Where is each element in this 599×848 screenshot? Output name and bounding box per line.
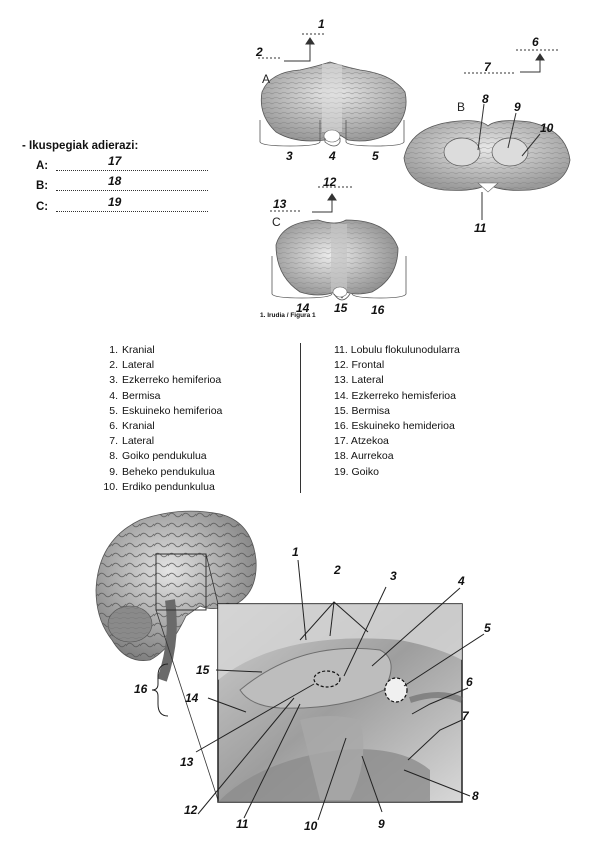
fig2-label-4: 4 [457,574,465,588]
views-heading: - Ikuspegiak adierazi: [22,140,139,152]
fig2-label-7: 7 [462,709,470,723]
label-14: 14 [296,301,310,315]
panel-b-orientation-arrows [464,49,560,220]
panel-c-cerebellum [275,219,399,299]
legend-item: 10.Erdiko pendunkulua [103,480,215,493]
fig2-label-13: 13 [180,755,194,769]
legend-item: 7.Lateral [109,435,155,448]
answer-line [56,211,208,212]
panel-b-letter: B [457,100,465,114]
fig2-label-14: 14 [185,691,199,705]
fig2-label-11: 11 [236,817,249,831]
answer-line [56,170,208,171]
panel-a-letter: A [262,72,270,86]
label-3: 3 [286,149,293,163]
legend-item: 14. Ezkerreko hemisferioa [334,389,456,402]
legend-item: 1.Kranial [109,344,155,356]
panel-c-brackets [271,256,407,301]
view-letter: B: [36,180,49,192]
legend-item: 13. Lateral [334,374,384,387]
legend-item: 3.Ezkerreko hemiferioa [109,374,222,387]
legend-item: 19. Goiko [334,465,379,478]
legend-left-column: 1.Kranial 2.Lateral 3.Ezkerreko hemiferi… [100,343,222,495]
view-row-a: A: [36,160,48,172]
figure-2-sagittal-section: 1 2 3 4 5 6 7 8 9 10 11 12 13 14 15 16 [95,510,491,833]
legend-item: 9.Beheko pendukulua [109,465,215,478]
label-11: 11 [474,221,487,235]
legend-item: 15. Bermisa [334,404,391,417]
label-8: 8 [482,92,489,106]
legend-item: 2.Lateral [109,359,155,372]
legend-item: 4.Bermisa [109,389,161,402]
legend-item: 16. Eskuineko hemiderioa [334,420,455,433]
enlarged-section-panel [217,603,464,803]
label-7: 7 [484,60,492,74]
view-letter: A: [36,160,49,172]
fig2-label-9: 9 [378,817,385,831]
answer-number: 18 [108,174,122,188]
label-5: 5 [372,149,379,163]
fig2-label-12: 12 [184,803,198,817]
fig2-label-3: 3 [390,569,397,583]
panel-a-cerebellum [260,61,407,143]
brain-thumbnail [95,510,257,801]
legend-item: 5.Eskuineko hemiferioa [109,404,223,417]
legend-item: 12. Frontal [334,359,385,372]
label-6: 6 [532,35,539,49]
view-letter: C: [36,201,49,213]
label-15: 15 [334,301,348,315]
panel-a-brackets [259,120,405,147]
legend-divider [300,343,301,493]
label-16: 16 [371,303,385,317]
legend-item: 17. Atzekoa [334,435,389,448]
label-9: 9 [514,100,521,114]
label-2: 2 [255,45,263,59]
legend-item: 8.Goiko pendukulua [109,450,207,463]
legend-item: 11. Lobulu flokulunodularra [334,344,460,356]
panel-c-letter: C [272,215,281,229]
legend-item: 6.Kranial [109,420,155,433]
fig2-label-2: 2 [333,563,341,577]
panel-c-orientation-arrows [270,186,352,213]
legend-right-column: 11. Lobulu flokulunodularra 12. Frontal … [334,343,460,480]
view-row-c: C: [36,201,48,213]
fig2-label-16: 16 [134,682,148,696]
fig2-label-5: 5 [484,621,491,635]
fig2-label-10: 10 [304,819,318,833]
figure-caption: 1. Irudia / Figura 1 [260,312,316,319]
label-4: 4 [328,149,336,163]
fig2-label-1: 1 [292,545,299,559]
panel-a-orientation-arrows [258,33,326,62]
label-1: 1 [318,17,325,31]
label-10: 10 [540,121,554,135]
label-13: 13 [273,197,287,211]
answer-number: 19 [108,195,122,209]
answer-number: 17 [108,154,122,168]
fig2-label-6: 6 [466,675,473,689]
legend-item: 18. Aurrekoa [334,450,394,463]
panel-b-cerebellum [403,120,571,193]
fig2-label-15: 15 [196,663,210,677]
view-row-b: B: [36,180,48,192]
label-12: 12 [323,175,337,189]
figure-1-cerebellum-views: A B C 1 2 3 4 5 6 7 8 9 10 11 12 13 14 1… [255,17,571,317]
answer-line [56,190,208,191]
figure-2-leader-lines [151,559,485,821]
fig2-label-8: 8 [472,789,479,803]
